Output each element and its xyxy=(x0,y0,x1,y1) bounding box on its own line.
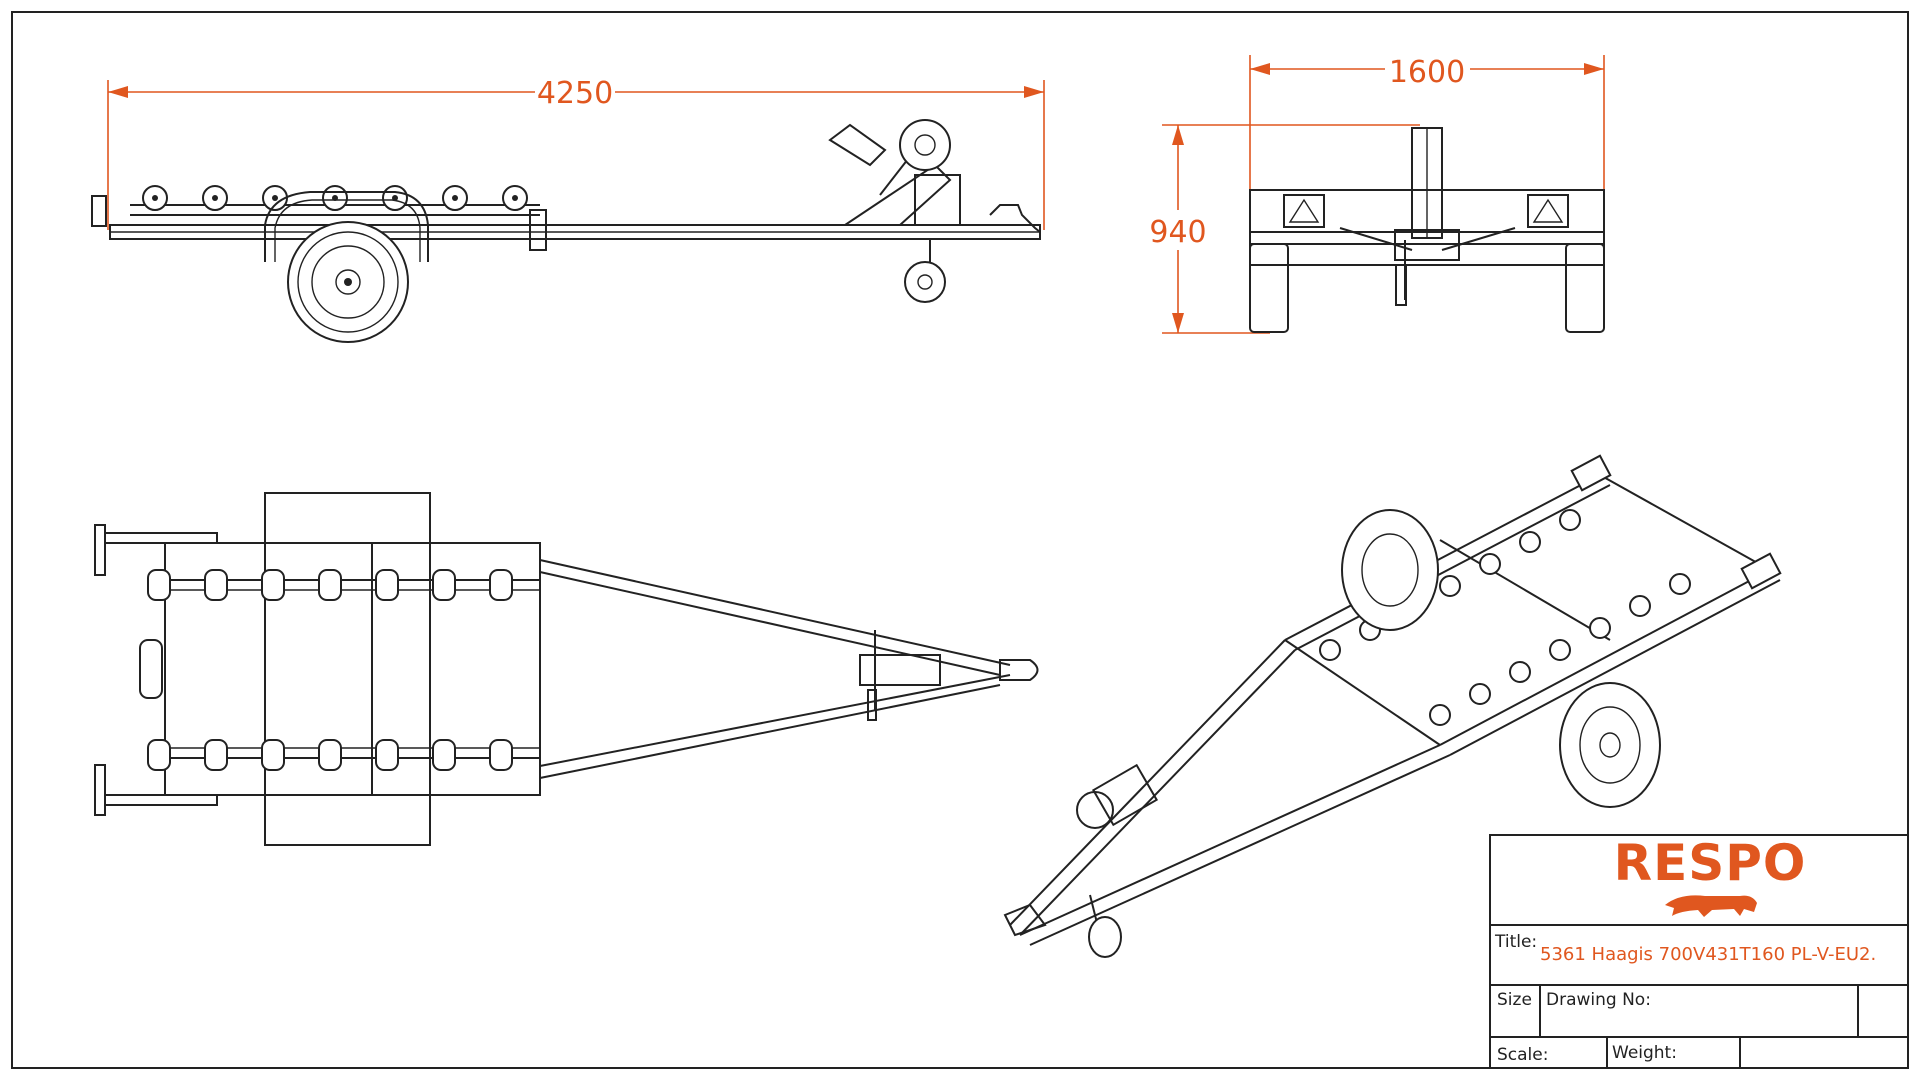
brand-logo-text: RESPO xyxy=(1614,834,1807,892)
length-dimension-label: 4250 xyxy=(537,76,613,111)
iso-rollers xyxy=(1319,509,1691,726)
title-label: Title: xyxy=(1494,932,1537,952)
length-dimension: 4250 xyxy=(107,76,1045,230)
isometric-view xyxy=(1003,454,1782,958)
height-dimension-label: 940 xyxy=(1149,215,1206,250)
title-block: RESPO Title: 5361 Haagis 700V431T160 PL-… xyxy=(1489,834,1909,1069)
side-wheel xyxy=(287,221,409,343)
bull-icon xyxy=(1665,895,1757,917)
title-value: 5361 Haagis 700V431T160 PL-V-EU2. xyxy=(1540,944,1876,965)
side-view: 4250 xyxy=(91,76,1045,343)
height-dimension: 940 xyxy=(1149,124,1420,334)
width-dimension: 1600 xyxy=(1249,55,1605,190)
side-rollers xyxy=(142,185,528,211)
size-label: Size xyxy=(1497,990,1532,1010)
top-rollers xyxy=(147,569,513,771)
front-view: 1600 940 xyxy=(1149,55,1605,334)
drawing-no-label: Drawing No: xyxy=(1546,990,1651,1010)
sheet-border xyxy=(11,11,1909,1069)
scale-label: Scale: xyxy=(1497,1045,1548,1065)
width-dimension-label: 1600 xyxy=(1389,55,1465,90)
weight-label: Weight: xyxy=(1612,1043,1677,1063)
top-view xyxy=(94,492,1039,846)
